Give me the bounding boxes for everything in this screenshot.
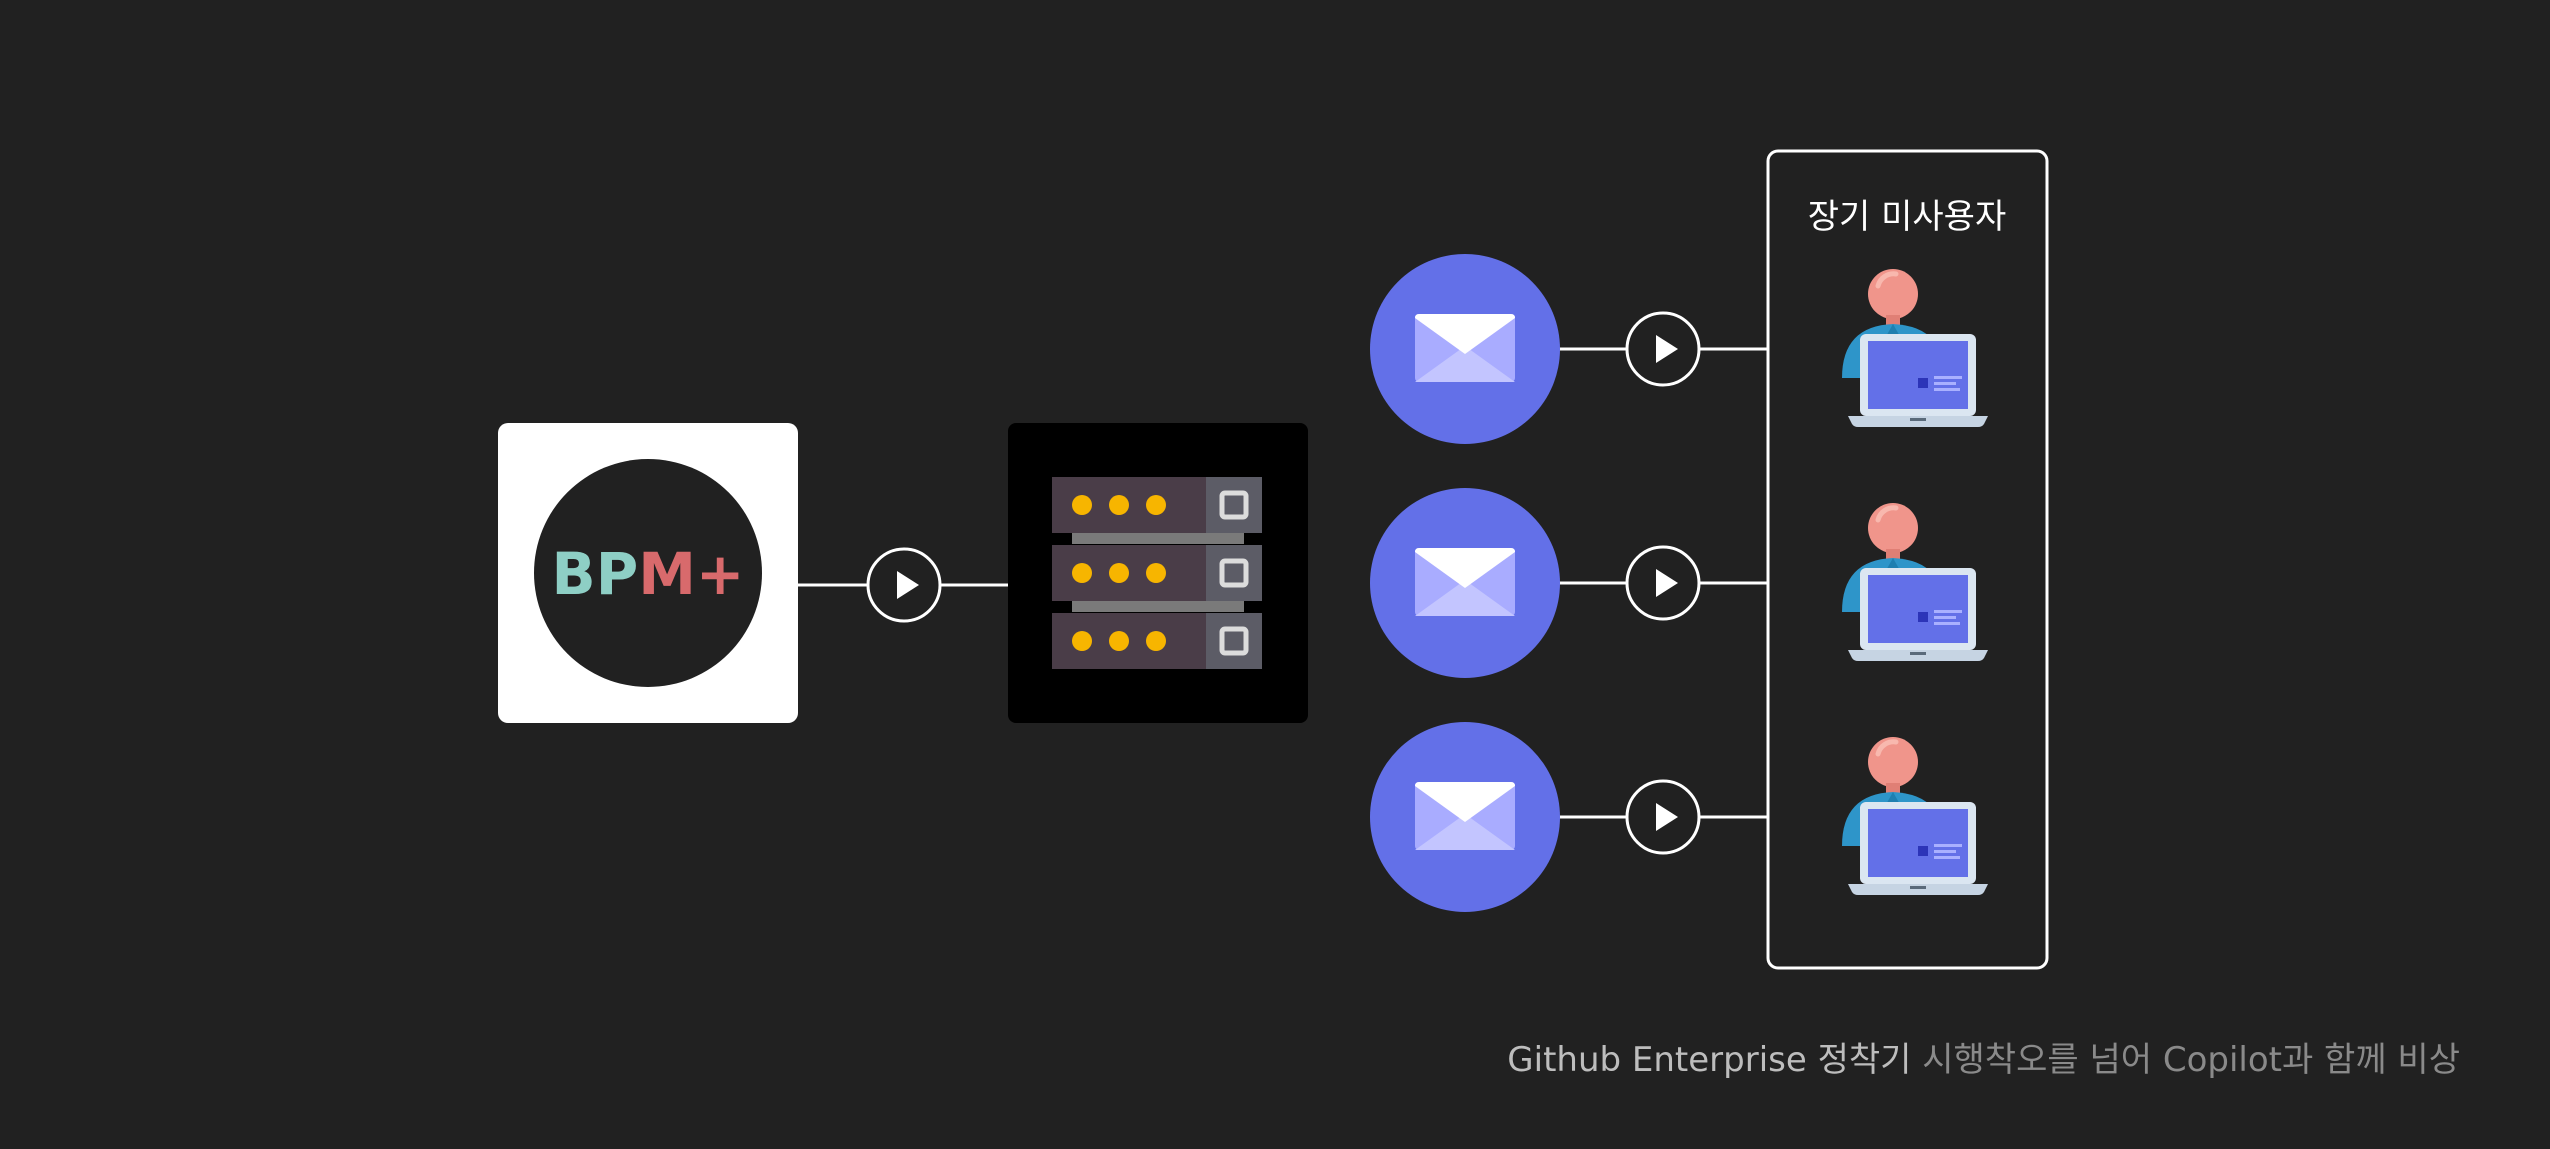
server-tile [1008,423,1308,723]
target-group: 장기 미사용자 [1766,149,2049,970]
bpm-logo-tile: BPM+ [498,423,798,723]
server-led [1109,563,1129,583]
caption: Github Enterprise 정착기 시행착오를 넘어 Copilot과 … [1507,1038,2460,1082]
server-led [1072,495,1092,515]
mail-icon [1370,722,1560,912]
group-title: 장기 미사용자 [1808,197,2007,237]
server-led [1109,495,1129,515]
caption-sub: 시행착오를 넘어 Copilot과 함께 비상 [1922,1040,2460,1080]
server-unit [1052,545,1262,601]
bpm-logo-letters: BPM+ [551,540,744,608]
bpm-logo-wordmark: BPM+ [551,540,744,608]
server-icon [1052,477,1262,669]
server-led [1072,563,1092,583]
play-arrow-icon [1625,779,1701,855]
play-arrow-icon [1625,311,1701,387]
server-unit [1052,613,1262,669]
server-led [1146,563,1166,583]
server-led [1072,631,1092,651]
mail-icon [1370,254,1560,444]
caption-main: Github Enterprise 정착기 [1507,1040,1912,1080]
server-led [1109,631,1129,651]
play-arrow-icon [866,547,942,623]
server-led [1146,495,1166,515]
server-unit [1052,477,1262,533]
server-led [1146,631,1166,651]
play-arrow-icon [1625,545,1701,621]
mail-icon [1370,488,1560,678]
